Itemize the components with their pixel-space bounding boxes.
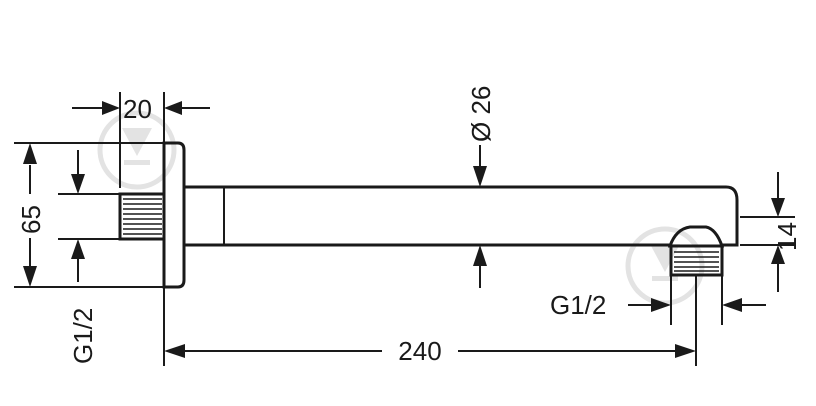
watermark-logo-right xyxy=(625,226,705,306)
label-arm-length: 240 xyxy=(398,336,441,366)
dimension-pipe-diameter: Ø 26 xyxy=(466,86,496,288)
label-pipe-diameter: Ø 26 xyxy=(466,86,496,142)
wall-flange xyxy=(162,141,186,289)
shower-arm-pipe xyxy=(184,185,739,247)
label-flange-height: 65 xyxy=(16,205,46,234)
outlet-nut xyxy=(667,225,725,277)
dimension-outlet-height: 14 xyxy=(740,172,802,292)
dimension-flange-height: 65 xyxy=(14,142,164,288)
label-outlet-height: 14 xyxy=(772,222,802,251)
inlet-thread xyxy=(118,192,166,241)
dimension-inlet-thread: G1/2 xyxy=(58,150,120,364)
dimension-flange-thickness: 20 xyxy=(72,92,210,188)
label-inlet-thread: G1/2 xyxy=(68,308,98,364)
label-outlet-thread: G1/2 xyxy=(550,290,606,320)
label-flange-thickness: 20 xyxy=(123,94,152,124)
dimension-arm-length: 240 xyxy=(163,275,697,366)
dimension-outlet-thread: G1/2 xyxy=(550,275,766,325)
